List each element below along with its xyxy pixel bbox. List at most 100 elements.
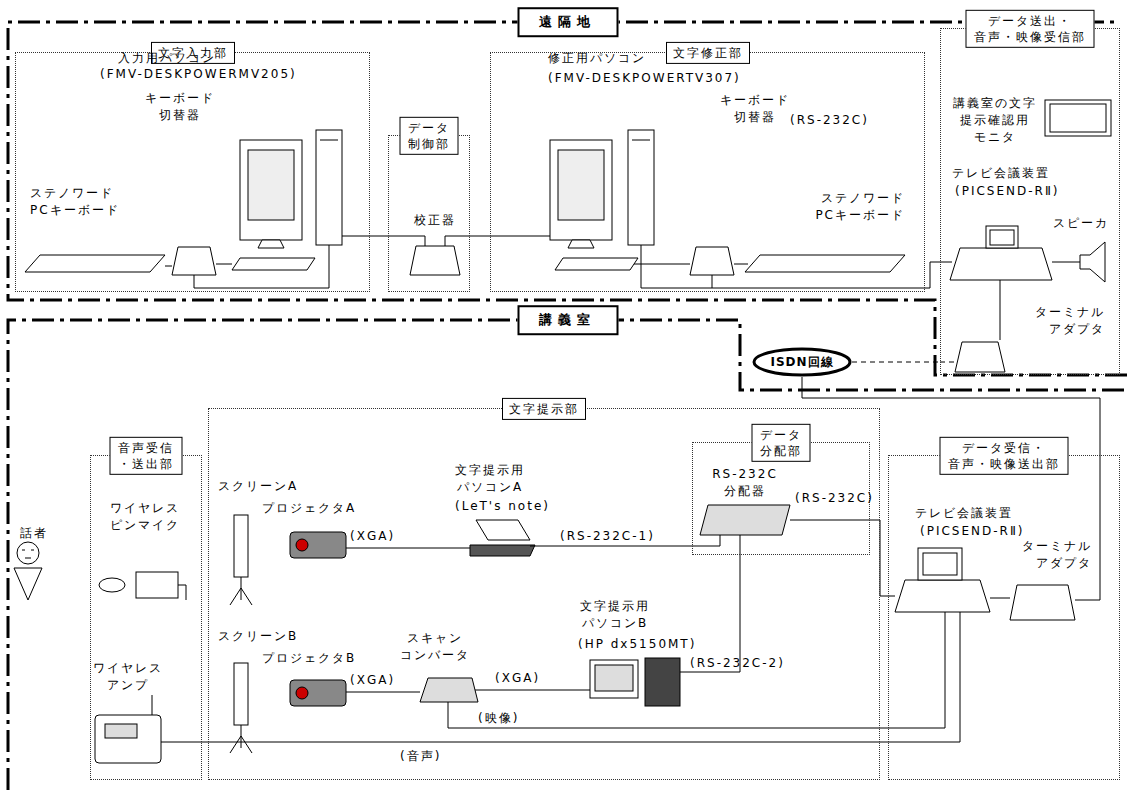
device-label: 校正器 <box>414 212 456 229</box>
device-label: (PICSEND-RⅡ) <box>920 523 1025 540</box>
equipment-stroke <box>1010 585 1075 620</box>
equipment-stroke <box>690 247 734 275</box>
equipment-stroke <box>342 236 550 246</box>
site-region: 講義室音声受信 ・送出部文字提示部データ 分配部データ受信・ 音声・映像送出部 <box>8 320 1127 790</box>
device-label: プロジェクタB <box>262 650 356 667</box>
equipment-stroke <box>99 578 125 592</box>
device-label: ワイヤレス アンプ <box>92 660 165 694</box>
unit-title: 音声受信 ・送出部 <box>110 437 183 475</box>
device-label: (RS-232C) <box>795 490 874 507</box>
device-label: キーボード 切替器 <box>719 92 792 126</box>
line-connector <box>852 362 940 363</box>
equipment-stroke <box>895 580 990 612</box>
equipment-stroke <box>1050 104 1106 132</box>
region-border <box>8 22 1127 375</box>
equipment-stroke <box>25 255 165 272</box>
equipment-stroke <box>232 258 315 270</box>
equipment-stroke <box>258 240 284 248</box>
equipment-stroke <box>680 535 740 672</box>
equipment-stroke <box>990 230 1014 245</box>
equipment-stroke <box>476 520 530 540</box>
equipment-stroke <box>240 140 302 240</box>
unit-title: 文字修正部 <box>666 42 750 64</box>
equipment-stroke <box>17 542 39 564</box>
device-label: (LeT's note) <box>455 498 550 515</box>
equipment-stroke <box>628 130 654 245</box>
equipment-stroke <box>165 245 329 288</box>
device-label: スクリーンB <box>218 628 298 645</box>
unit-title: 遠隔地 <box>517 7 618 37</box>
equipment-stroke <box>296 539 308 551</box>
equipment-stroke <box>700 505 790 535</box>
ellipse-shape <box>754 349 850 375</box>
device-label: (PICSEND-RⅡ) <box>955 183 1060 200</box>
equipment-stroke <box>230 725 252 753</box>
equipment-stroke <box>955 342 1005 372</box>
device-label: (音声) <box>400 748 441 765</box>
device-label: 話者 <box>20 525 48 542</box>
equipment-stroke <box>161 612 960 742</box>
lecture-room-equipment <box>14 455 1100 763</box>
device-label: テレビ会議装置 <box>915 505 1013 522</box>
equipment-stroke <box>645 658 680 706</box>
equipment-stroke <box>420 678 478 702</box>
region-border <box>8 320 1127 790</box>
device-label: テレビ会議装置 <box>952 165 1050 182</box>
device-label: (FMV-DESKPOWERTV307) <box>548 70 741 87</box>
equipment-stroke <box>1075 455 1100 600</box>
equipment-stroke <box>346 548 470 549</box>
unit-title: データ送出・ 音声・映像受信部 <box>966 10 1095 48</box>
equipment-stroke <box>290 680 346 706</box>
unit-group: データ受信・ 音声・映像送出部 <box>888 455 1120 780</box>
equipment-stroke <box>950 248 1052 280</box>
device-label: 修正用パソコン <box>548 50 646 67</box>
unit-title: 文字提示部 <box>502 398 586 420</box>
equipment-stroke <box>320 140 338 141</box>
equipment-stroke <box>745 255 905 272</box>
device-label: (XGA) <box>350 528 395 545</box>
equipment-stroke <box>555 258 638 270</box>
equipment-stroke <box>14 568 42 600</box>
equipment-stroke <box>590 660 638 698</box>
equipment-stroke <box>550 140 612 240</box>
equipment-stroke <box>172 247 216 275</box>
equipment-stroke <box>290 532 346 558</box>
equipment-stroke <box>296 687 308 699</box>
equipment-stroke <box>410 246 460 275</box>
device-label: キーボード 切替器 <box>144 90 217 124</box>
equipment-stroke <box>248 150 294 220</box>
equipment-stroke <box>990 598 1010 599</box>
device-label: スクリーンA <box>218 478 298 495</box>
equipment-stroke <box>940 362 957 363</box>
equipment-stroke <box>558 150 604 220</box>
equipment-stroke <box>346 692 420 693</box>
device-label: スキャン コンバータ <box>399 630 472 664</box>
equipment-stroke <box>1052 262 1080 263</box>
unit-title: データ受信・ 音声・映像送出部 <box>940 437 1069 475</box>
unit-title: データ 制御部 <box>400 117 459 155</box>
unit-group: 文字入力部 <box>15 52 370 292</box>
device-label: 文字提示用 パソコンA <box>454 462 527 496</box>
equipment-stroke <box>632 140 650 141</box>
equipment-stroke <box>634 245 952 288</box>
equipment-stroke <box>234 515 248 577</box>
remote-equipment <box>25 100 1111 372</box>
device-label: 入力用パソコン <box>118 50 216 67</box>
unit-group: 文字提示部 <box>208 408 880 780</box>
equipment-stroke <box>316 130 342 245</box>
device-label: ターミナル アダプタ <box>1032 304 1105 338</box>
equipment-stroke <box>1080 242 1105 282</box>
device-label: (RS-232C-1) <box>560 528 655 545</box>
equipment-stroke <box>230 577 252 605</box>
equipment-stroke <box>918 548 962 580</box>
device-label: (RS-232C-2) <box>690 655 785 672</box>
unit-title: 講義室 <box>517 305 618 335</box>
device-label: スピーカ <box>1053 215 1109 232</box>
equipment-stroke <box>923 553 957 575</box>
device-label: (HP dx5150MT) <box>578 636 696 653</box>
equipment-stroke <box>136 572 178 598</box>
equipment-stroke <box>234 663 248 725</box>
equipment-stroke <box>105 724 137 738</box>
device-label: ステノワード PCキーボード <box>30 185 123 219</box>
device-label: ステノワード PCキーボード <box>812 190 905 224</box>
